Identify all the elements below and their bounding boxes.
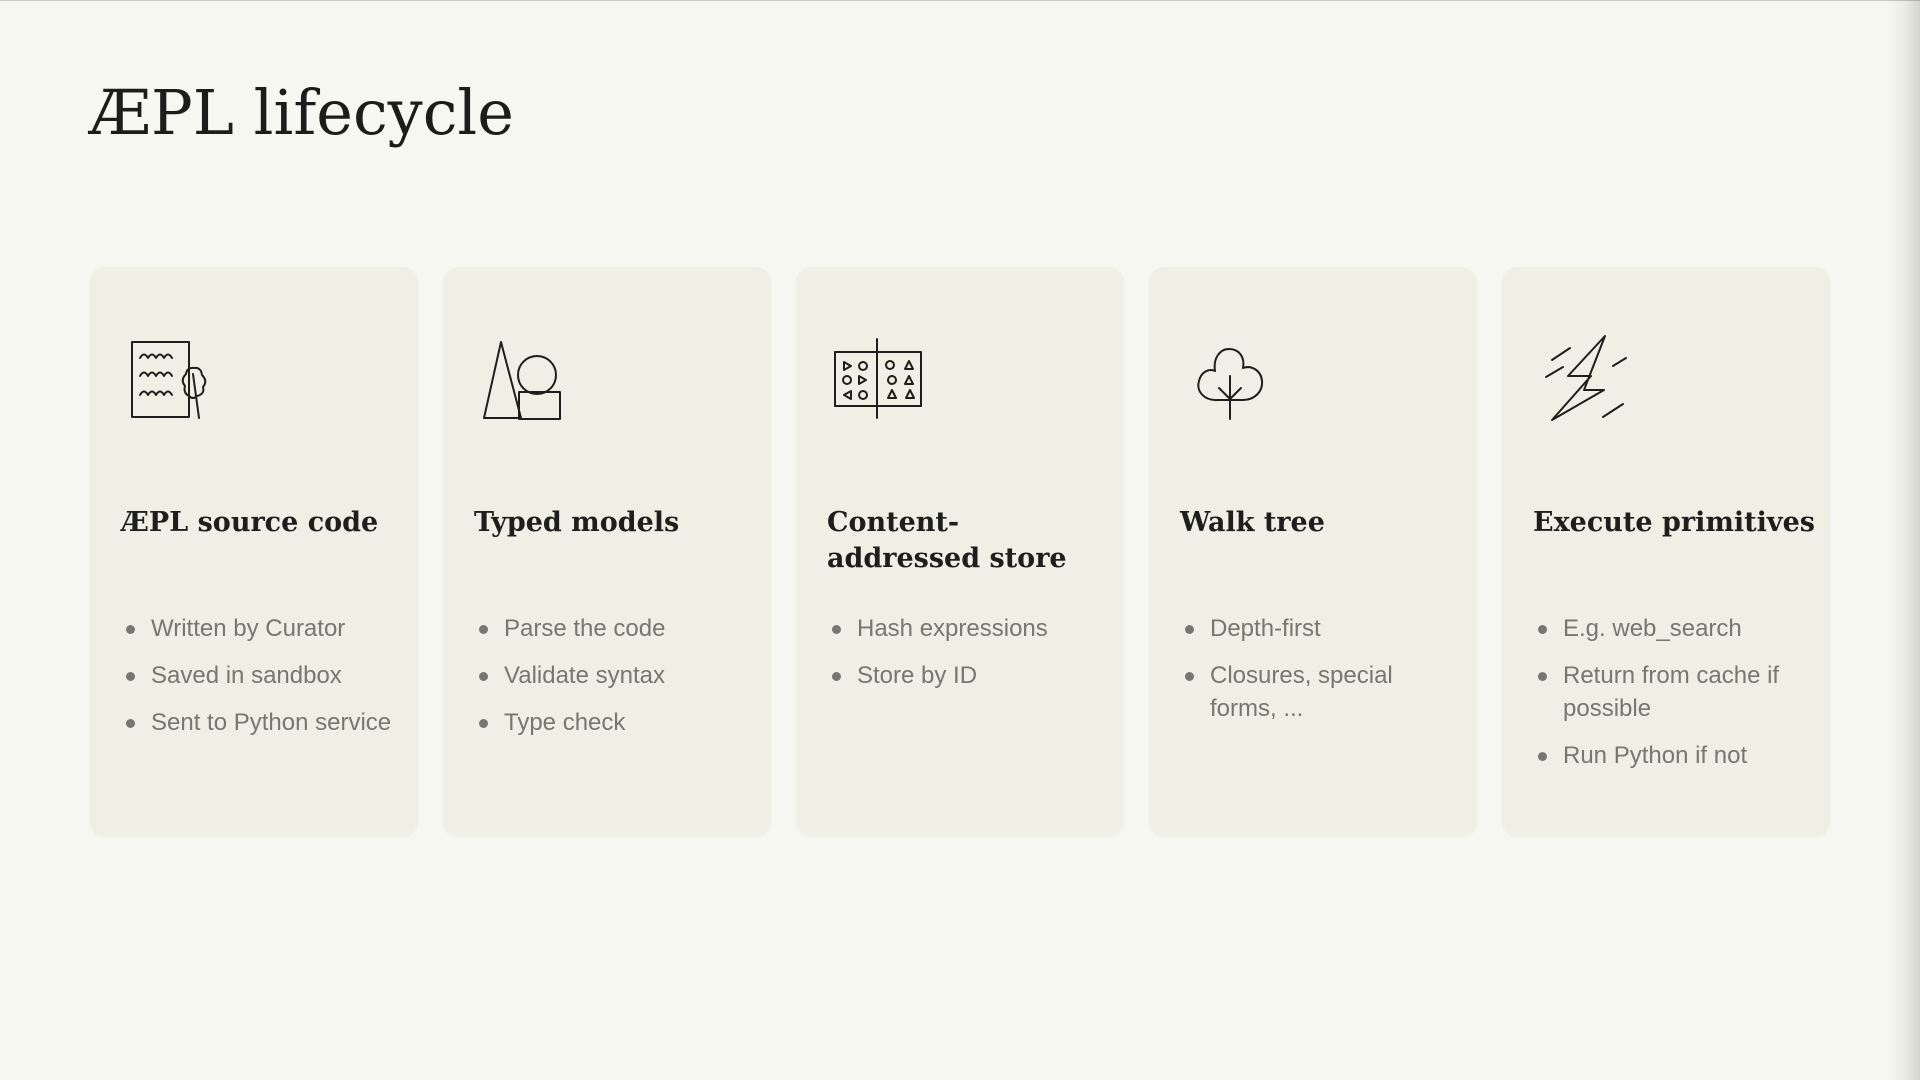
bullet-item: Written by Curator: [121, 612, 406, 645]
page-title: ÆPL lifecycle: [89, 76, 514, 149]
grid-shapes-icon: [832, 332, 928, 422]
bullet-list: Parse the code Validate syntax Type chec…: [474, 612, 759, 753]
bullet-item: Return from cache if possible: [1533, 659, 1818, 725]
bullet-item: Closures, special forms, ...: [1180, 659, 1465, 725]
bullet-item: Sent to Python service: [121, 706, 406, 739]
bullet-item: Hash expressions: [827, 612, 1112, 645]
card-walk-tree: Walk tree Depth-first Closures, special …: [1149, 267, 1477, 836]
shapes-icon: [479, 332, 575, 422]
tree-icon: [1185, 332, 1281, 422]
bullet-list: Depth-first Closures, special forms, ...: [1180, 612, 1465, 739]
card-typed-models: Typed models Parse the code Validate syn…: [443, 267, 771, 836]
bullet-item: Run Python if not: [1533, 739, 1818, 772]
card-content-store: Content-addressed store Hash expressions…: [796, 267, 1124, 836]
card-title: Walk tree: [1180, 507, 1325, 538]
card-execute-primitives: Execute primitives E.g. web_search Retur…: [1502, 267, 1830, 836]
card-title: Execute primitives: [1533, 507, 1815, 538]
bullet-list: E.g. web_search Return from cache if pos…: [1533, 612, 1818, 786]
bullet-item: Store by ID: [827, 659, 1112, 692]
card-title: ÆPL source code: [121, 507, 379, 538]
lightning-icon: [1538, 332, 1634, 422]
card-title: Content-addressed store: [827, 507, 1067, 574]
bullet-item: Depth-first: [1180, 612, 1465, 645]
bullet-item: Type check: [474, 706, 759, 739]
card-source-code: ÆPL source code Written by Curator Saved…: [90, 267, 418, 836]
bullet-item: Saved in sandbox: [121, 659, 406, 692]
right-edge-shadow: [1886, 0, 1920, 1080]
card-title: Typed models: [474, 507, 680, 538]
bullet-item: E.g. web_search: [1533, 612, 1818, 645]
document-tree-icon: [126, 332, 222, 422]
bullet-list: Written by Curator Saved in sandbox Sent…: [121, 612, 406, 753]
lifecycle-cards: ÆPL source code Written by Curator Saved…: [90, 267, 1830, 836]
top-divider: [0, 0, 1920, 1]
bullet-list: Hash expressions Store by ID: [827, 612, 1112, 706]
bullet-item: Validate syntax: [474, 659, 759, 692]
bullet-item: Parse the code: [474, 612, 759, 645]
